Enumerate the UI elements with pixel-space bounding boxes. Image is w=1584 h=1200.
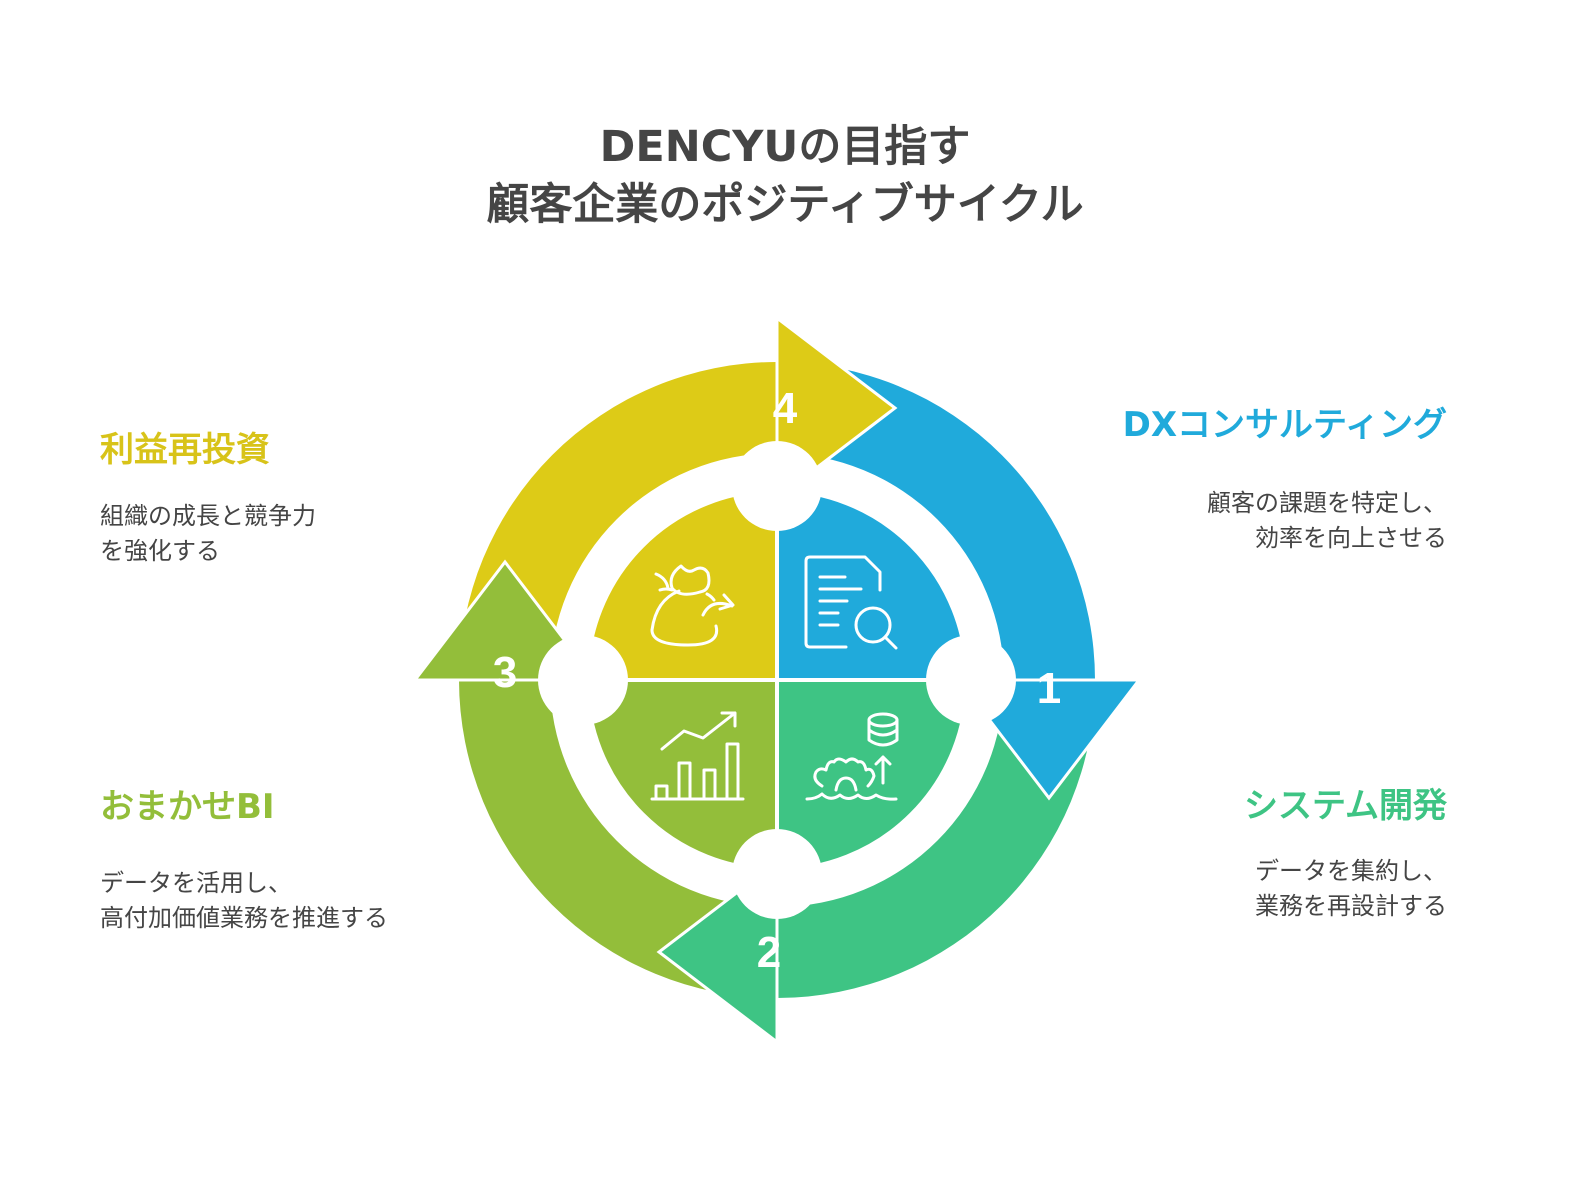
step-number-2: 2: [757, 928, 781, 977]
step-4-heading: 利益再投資: [100, 430, 270, 470]
step-number-4: 4: [773, 384, 798, 433]
step-1-description: 顧客の課題を特定し、 効率を向上させる: [1207, 486, 1447, 556]
diagram-title: DENCYUの目指す 顧客企業のポジティブサイクル: [0, 118, 1570, 234]
arrow-band-4: [459, 362, 777, 680]
notch-cutout: [732, 441, 822, 531]
step-1-desc-line: 効率を向上させる: [1255, 524, 1447, 552]
step-2-description: データを集約し、 業務を再設計する: [1255, 854, 1447, 924]
step-3-desc-line: 高付加価値業務を推進する: [100, 904, 388, 932]
title-line-1: DENCYUの目指す: [599, 122, 971, 172]
money-bag-reinvest-icon: [650, 564, 735, 647]
step-2-desc-line: データを集約し、: [1255, 857, 1447, 885]
document-search-icon: [804, 555, 898, 650]
arrow-band-1: [777, 362, 1095, 680]
notch-cutout: [538, 635, 628, 725]
growth-chart-icon: [650, 711, 745, 801]
step-number-1: 1: [1037, 664, 1061, 713]
step-1-desc-line: 顧客の課題を特定し、: [1207, 489, 1447, 517]
step-1-heading: DXコンサルティング: [1122, 405, 1447, 445]
database-gear-icon: [805, 712, 899, 801]
step-2-heading: システム開発: [1244, 786, 1447, 826]
step-3-heading: おまかせBI: [100, 787, 275, 827]
notch-cutout: [732, 829, 822, 919]
title-line-2: 顧客企業のポジティブサイクル: [486, 180, 1084, 230]
step-3-description: データを活用し、 高付加価値業務を推進する: [100, 866, 388, 936]
step-4-desc-line: を強化する: [100, 537, 220, 565]
step-number-3: 3: [493, 648, 517, 697]
arrow-band-2: [777, 680, 1095, 998]
step-4-description: 組織の成長と競争力 を強化する: [100, 499, 316, 569]
step-3-desc-line: データを活用し、: [100, 869, 292, 897]
notch-cutout: [926, 635, 1016, 725]
step-4-desc-line: 組織の成長と競争力: [100, 502, 316, 530]
step-2-desc-line: 業務を再設計する: [1255, 892, 1447, 920]
arrow-band-3: [459, 680, 777, 998]
